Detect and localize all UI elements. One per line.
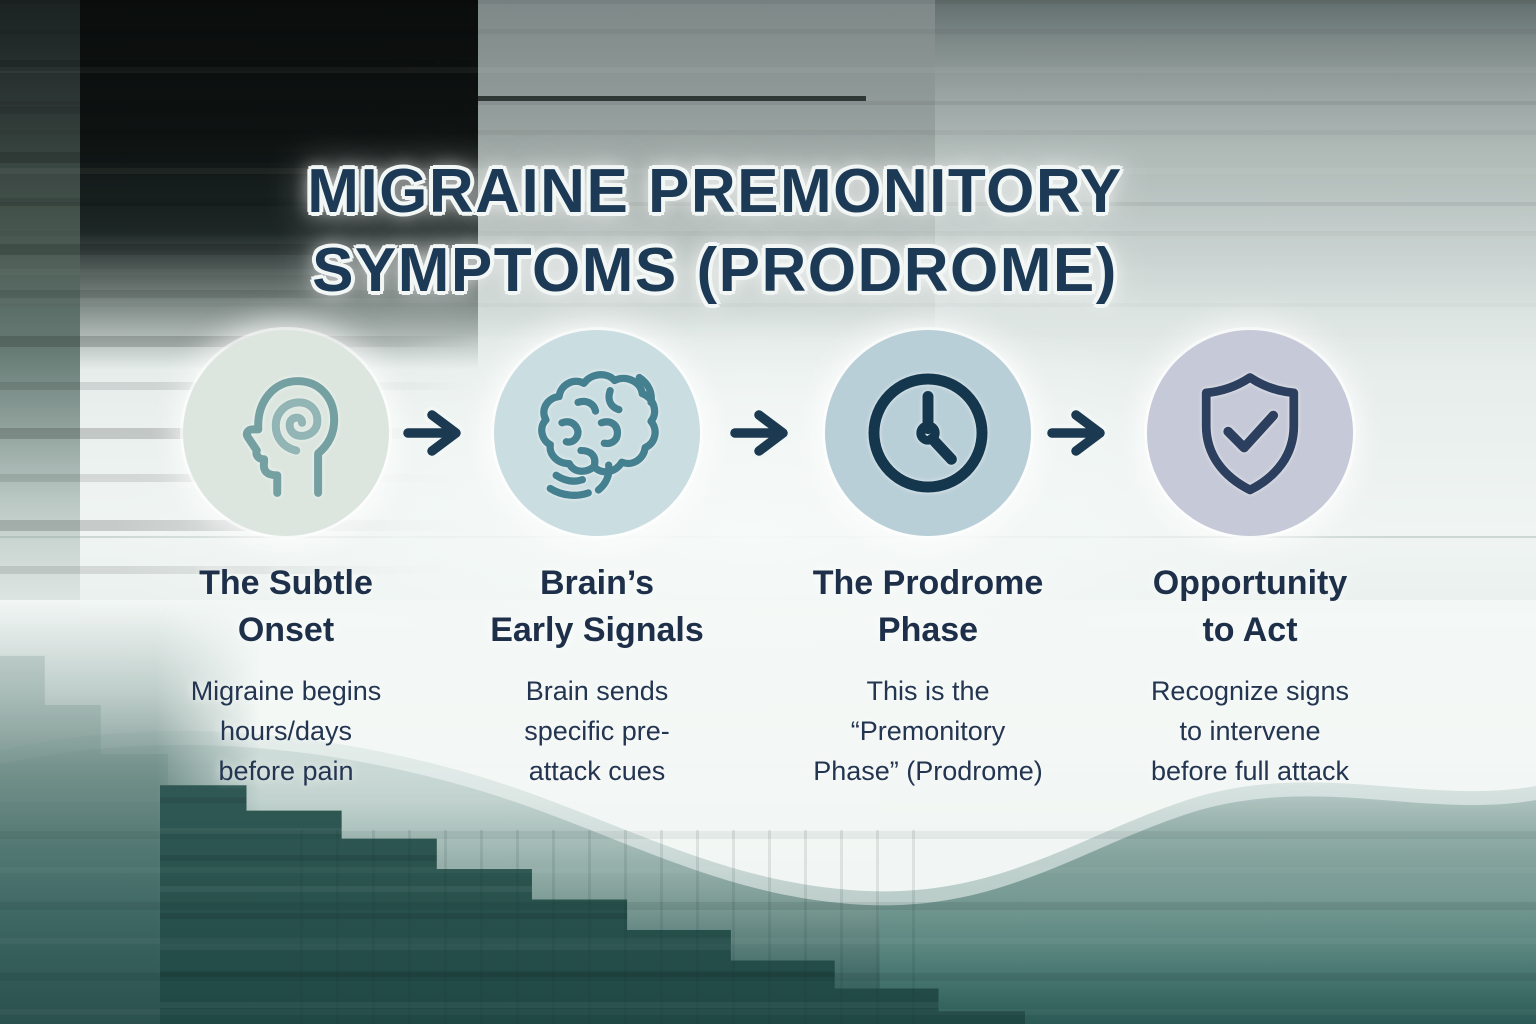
step-description: Recognize signs to intervene before full…	[1150, 676, 1350, 786]
step-heading: The Subtle Onset	[199, 564, 373, 649]
clock-icon	[825, 330, 1031, 536]
step-description: This is the “Premonitory Phase” (Prodrom…	[813, 676, 1043, 786]
shield-check-icon	[1147, 330, 1353, 536]
step-early-signals: Brain’s Early Signals Brain sends specif…	[437, 330, 757, 791]
step-subtle-onset: The Subtle Onset Migraine begins hours/d…	[126, 330, 446, 791]
step-heading: Brain’s Early Signals	[490, 564, 704, 649]
step-opportunity-to-act: Opportunity to Act Recognize signs to in…	[1090, 330, 1410, 791]
step-description: Migraine begins hours/days before pain	[190, 676, 382, 786]
step-description: Brain sends specific pre- attack cues	[524, 676, 670, 786]
brain-icon	[494, 330, 700, 536]
page-title: MIGRAINE PREMONITORY SYMPTOMS (PRODROME)	[307, 156, 1123, 305]
step-heading: The Prodrome Phase	[812, 564, 1044, 649]
step-prodrome-phase: The Prodrome Phase This is the “Premonit…	[768, 330, 1088, 791]
step-heading: Opportunity to Act	[1152, 564, 1348, 649]
head-spiral-icon	[183, 330, 389, 536]
